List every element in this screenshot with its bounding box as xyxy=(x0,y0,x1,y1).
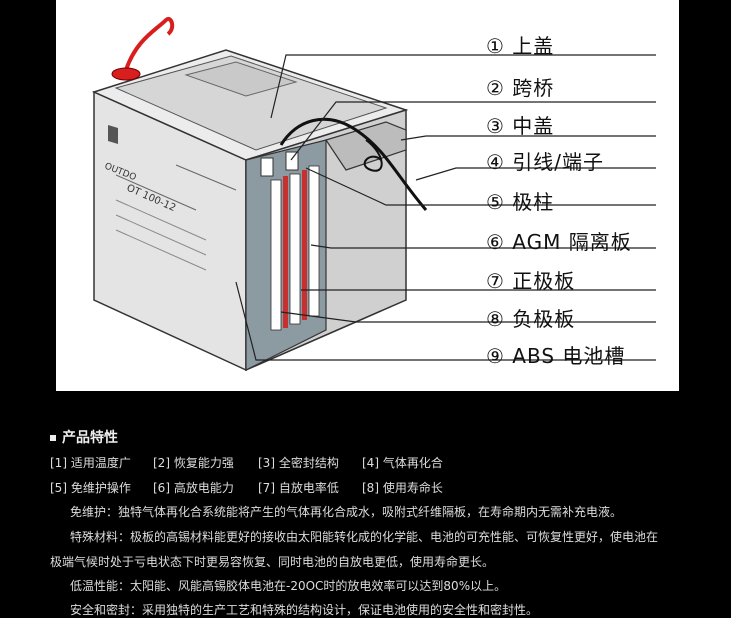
callout-positive-plate: ⑦ 正极板 xyxy=(486,269,576,293)
callout-negative-plate: ⑧ 负极板 xyxy=(486,307,576,331)
black-lead xyxy=(279,117,428,211)
paragraph-special-material-cont: 极端气候时处于亏电状态下时更易容恢复、同时电池的自放电更低，使用寿命更长。 xyxy=(50,555,495,569)
lid-recess xyxy=(114,55,388,151)
feature-item: [2] 恢复能力强 xyxy=(153,456,234,470)
feature-item: [4] 气体再化合 xyxy=(362,456,443,470)
feature-item: [5] 免维护操作 xyxy=(50,481,131,495)
callout-middle-cover: ③ 中盖 xyxy=(486,114,555,138)
paragraph-low-temperature: 低温性能：太阳能、风能高锡胶体电池在-20OC时的放电效率可以达到80%以上。 xyxy=(70,579,507,593)
battery-diagram: OUTDO OT 100-12 ① 上盖 ② 跨桥 ③ 中盖 ④ 引线/端子 ⑤… xyxy=(56,0,679,391)
leader-lines xyxy=(235,54,486,361)
battery-illustration: OUTDO OT 100-12 xyxy=(91,16,656,372)
feature-item: [7] 自放电率低 xyxy=(258,481,339,495)
features-title: 产品特性 xyxy=(50,427,118,447)
feature-item: [8] 使用寿命长 xyxy=(362,481,443,495)
feature-item: [1] 适用温度广 xyxy=(50,456,131,470)
middle-cover xyxy=(325,121,407,171)
plates xyxy=(270,165,320,331)
callout-pole: ⑤ 极柱 xyxy=(486,190,555,214)
paragraph-maintenance-free: 免维护：独特气体再化合系统能将产生的气体再化合成水，吸附式纤维隔板，在寿命期内无… xyxy=(70,505,623,519)
callout-abs-case: ⑨ ABS 电池槽 xyxy=(486,344,626,368)
callout-bridge: ② 跨桥 xyxy=(486,76,555,100)
red-lead xyxy=(124,16,175,71)
bullet-square-icon xyxy=(50,435,56,441)
paragraph-safety-sealing: 安全和密封：采用独特的生产工艺和特殊的结构设计，保证电池使用的安全性和密封性。 xyxy=(70,603,539,617)
callout-lead-terminal: ④ 引线/端子 xyxy=(486,150,605,174)
callout-agm-separator: ⑥ AGM 隔离板 xyxy=(486,230,632,254)
callout-top-cover: ① 上盖 xyxy=(486,34,555,58)
feature-item: [6] 高放电能力 xyxy=(153,481,234,495)
feature-item: [3] 全密封结构 xyxy=(258,456,339,470)
paragraph-special-material: 特殊材料：极板的高锡材料能更好的接收由太阳能转化成的化学能、电池的可充性能、可恢… xyxy=(70,530,659,544)
